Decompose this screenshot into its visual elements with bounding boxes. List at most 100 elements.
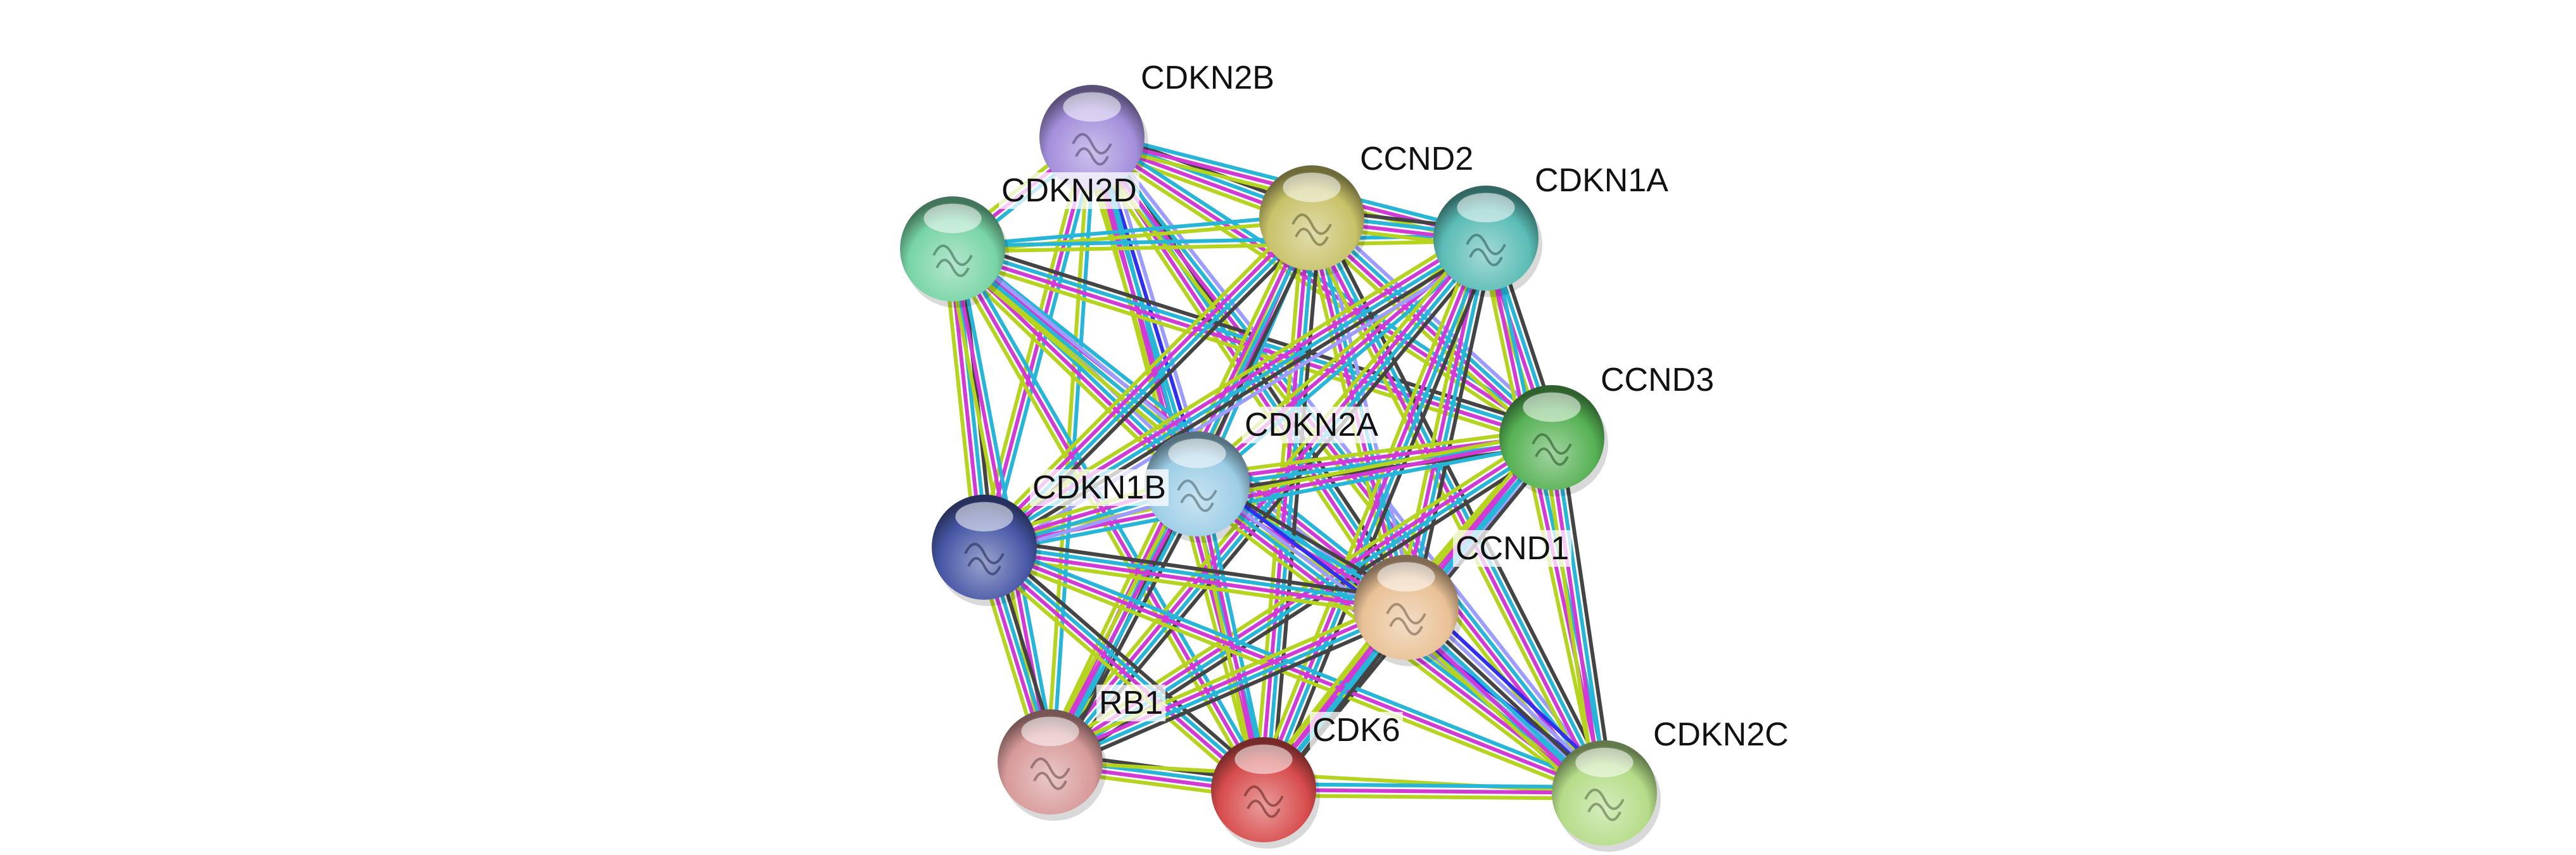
evidence-line-t [1195, 427, 1551, 478]
evidence-line-d [1489, 236, 1612, 792]
label-background [1651, 716, 1791, 753]
evidence-line-e [1259, 217, 1311, 790]
node-rb1[interactable] [998, 709, 1107, 821]
evidence-line-d [1051, 238, 1490, 765]
node-label-text: CCND2 [1360, 141, 1473, 177]
protein-structure-icon [964, 543, 1005, 576]
edge-D1-RB[interactable] [1046, 597, 1411, 772]
protein-structure-icon [1030, 757, 1070, 790]
node-label-text: CDK6 [1312, 712, 1400, 749]
node-label-cdkn1b[interactable]: CDKN1B [1030, 469, 1169, 506]
edge-1B-D1[interactable] [982, 536, 1408, 618]
node-label-cdk6[interactable]: CDK6 [1310, 712, 1403, 749]
evidence-line-e [1484, 238, 1606, 794]
evidence-line-t [981, 550, 1603, 801]
node-label-ccnd3[interactable]: CCND3 [1598, 362, 1717, 398]
node-highlight [1168, 438, 1226, 469]
node-label-cdkn1a[interactable]: CDKN1A [1532, 162, 1672, 199]
evidence-line-d [952, 213, 1312, 248]
protein-structure-icon [1243, 785, 1284, 818]
node-cdk6[interactable] [1211, 737, 1320, 849]
evidence-line-t [1253, 234, 1480, 788]
evidence-line-e [1048, 603, 1406, 761]
evidence-line-d [1093, 134, 1608, 793]
evidence-line-c [1270, 218, 1323, 791]
protein-structure-icon [1584, 788, 1625, 821]
node-highlight [1575, 747, 1634, 778]
node-cdkn2a[interactable] [1145, 431, 1253, 543]
node-ccnd2[interactable] [1259, 165, 1368, 277]
evidence-line-e [1263, 788, 1605, 795]
protein-structure-icon [1532, 433, 1572, 466]
node-label-cdkn2a[interactable]: CDKN2A [1242, 407, 1381, 443]
edge-1A-K6[interactable] [1253, 234, 1496, 794]
evidence-line-e [1259, 236, 1485, 790]
evidence-line-e [983, 545, 1606, 795]
node-label-text: RB1 [1099, 685, 1163, 721]
evidence-line-c [1056, 486, 1207, 767]
label-background [1138, 60, 1277, 96]
evidence-line-d [1264, 218, 1317, 790]
node-label-text: CDKN2C [1653, 716, 1789, 753]
edge-D3-2C[interactable] [1541, 436, 1615, 795]
label-background [1242, 407, 1381, 443]
evidence-line-e [1547, 438, 1604, 794]
edge-layer [942, 127, 1616, 805]
node-label-rb1[interactable]: RB1 [1096, 685, 1166, 721]
evidence-line-t [1041, 479, 1191, 759]
evidence-line-t [977, 552, 1260, 798]
label-background [1453, 530, 1572, 567]
label-background [999, 172, 1139, 209]
node-label-ccnd2[interactable]: CCND2 [1357, 141, 1476, 177]
evidence-line-e [1091, 136, 1553, 440]
node-cdkn2d[interactable] [900, 196, 1009, 308]
evidence-line-e [981, 548, 1264, 794]
edge-K6-2C[interactable] [1263, 782, 1605, 801]
evidence-line-t [1302, 220, 1599, 798]
evidence-line-d [1407, 238, 1491, 609]
node-label-cdkn2c[interactable]: CDKN2C [1651, 716, 1791, 753]
node-label-cdkn2b[interactable]: CDKN2B [1138, 60, 1277, 96]
evidence-line-d [1199, 241, 1491, 490]
evidence-line-c [988, 539, 1271, 785]
node-label-text: CDKN1B [1032, 469, 1166, 506]
evidence-line-d [1552, 436, 1609, 793]
node-highlight [1457, 193, 1515, 223]
evidence-line-e [983, 548, 1406, 612]
node-cdkn2c[interactable] [1552, 740, 1661, 852]
evidence-line-t [1478, 239, 1601, 795]
edge-D2-K6[interactable] [1253, 217, 1323, 791]
node-ccnd3[interactable] [1499, 385, 1608, 497]
node-cdkn1a[interactable] [1433, 186, 1542, 297]
node-label-text: CDKN1A [1535, 162, 1668, 199]
node-label-text: CCND1 [1456, 530, 1569, 567]
node-layer [900, 85, 1661, 852]
evidence-line-t [982, 554, 1405, 618]
label-background [1096, 685, 1166, 721]
edge-1B-K6[interactable] [977, 539, 1271, 798]
label-background [1598, 362, 1717, 398]
evidence-line-t [1046, 597, 1404, 756]
node-cdkn1b[interactable] [932, 495, 1041, 606]
protein-structure-icon [1386, 603, 1426, 636]
label-background [1310, 712, 1403, 749]
node-label-cdkn2d[interactable]: CDKN2D [999, 172, 1139, 209]
node-cdkn2b[interactable] [1039, 85, 1148, 196]
edge-1A-2C[interactable] [1478, 236, 1612, 795]
protein-structure-icon [1072, 133, 1112, 166]
label-background [1532, 162, 1672, 199]
evidence-line-c [1055, 242, 1494, 769]
evidence-line-d [1264, 782, 1605, 790]
node-label-text: CDKN2A [1245, 407, 1378, 443]
protein-structure-icon [1291, 213, 1332, 246]
node-highlight [1021, 716, 1079, 747]
node-ccnd1[interactable] [1354, 555, 1462, 666]
protein-structure-icon [932, 244, 973, 277]
protein-structure-icon [1466, 234, 1506, 267]
evidence-line-d [984, 543, 1267, 789]
node-highlight [955, 502, 1013, 532]
evidence-line-t [1088, 141, 1550, 445]
node-label-ccnd1[interactable]: CCND1 [1453, 530, 1572, 567]
